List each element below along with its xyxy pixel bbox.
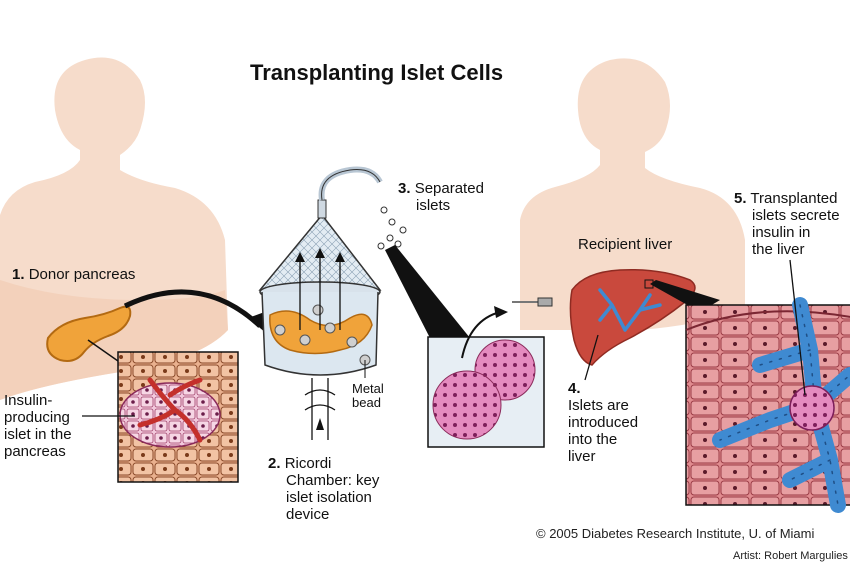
recipient-body: [520, 58, 745, 330]
step-2-line: device: [286, 506, 330, 523]
pancreas-tissue-inset: [117, 351, 239, 483]
step-4-label: 4. Islets are introduced into the liver: [568, 380, 638, 465]
recipient-liver: [569, 268, 696, 366]
recipient-liver-label: Recipient liver: [578, 236, 673, 253]
step-5-line: Transplanted: [750, 190, 838, 207]
liver-zoom-wedge: [650, 280, 720, 312]
step-4-line: into the: [568, 431, 618, 448]
step-4-line: introduced: [568, 414, 639, 431]
artist-credit: Artist: Robert Margulies: [733, 550, 848, 562]
metal-bead-line: bead: [352, 395, 381, 410]
liver-zoom-inset: [685, 297, 850, 513]
metal-bead-line: Metal: [352, 381, 384, 396]
diagram-title: Transplanting Islet Cells: [250, 60, 504, 85]
step-3-number: 3.: [398, 180, 411, 197]
islets-zoom-inset: [427, 336, 545, 448]
step-1-text: Donor pancreas: [28, 266, 136, 283]
insulin-islet-label: Insulin- producing islet in the pancreas: [4, 392, 72, 460]
step-2-line: Ricordi: [284, 455, 332, 472]
step-2-number: 2.: [268, 455, 281, 472]
step-2-line: Chamber: key: [286, 472, 380, 489]
step-4-number: 4.: [568, 380, 581, 397]
donor-body: [0, 57, 228, 400]
separated-islets: [377, 206, 407, 250]
arrow-to-recipient-head: [494, 306, 508, 318]
transplant-pointer: [789, 259, 806, 396]
step-5-label: 5. Transplanted islets secrete insulin i…: [734, 190, 850, 258]
insulin-islet-line: islet in the: [4, 426, 72, 443]
step-4-line: Islets are: [568, 397, 629, 414]
step-4-line: liver: [568, 448, 596, 465]
insulin-islet-line: producing: [4, 409, 70, 426]
liver-step-pointer: [584, 334, 599, 381]
ricordi-chamber: [258, 166, 383, 440]
step-2-label: 2. Ricordi Chamber: key islet isolation …: [268, 455, 379, 523]
zoom-wedge: [385, 245, 470, 338]
step-1-label: 1. Donor pancreas: [12, 266, 135, 283]
step-5-number: 5.: [734, 190, 747, 207]
insulin-islet-line: Insulin-: [4, 392, 53, 409]
step-5-line: insulin in: [752, 224, 811, 241]
step-5-line: islets secrete: [752, 207, 840, 224]
arrow-to-recipient: [461, 311, 501, 359]
copyright-text: © 2005 Diabetes Research Institute, U. o…: [536, 526, 815, 541]
arrow-to-chamber: [123, 289, 262, 328]
injection-hub: [537, 297, 553, 307]
step-3-line: Separated: [414, 180, 484, 197]
insulin-islet-line: pancreas: [4, 443, 66, 460]
metal-bead-label: Metal bead: [352, 382, 384, 410]
step-3-label: 3. Separated islets: [398, 180, 484, 214]
step-5-line: the liver: [752, 241, 805, 258]
donor-pancreas: [46, 305, 132, 362]
step-3-line: islets: [416, 197, 451, 214]
step-2-line: islet isolation: [286, 489, 372, 506]
step-1-number: 1.: [12, 266, 25, 283]
